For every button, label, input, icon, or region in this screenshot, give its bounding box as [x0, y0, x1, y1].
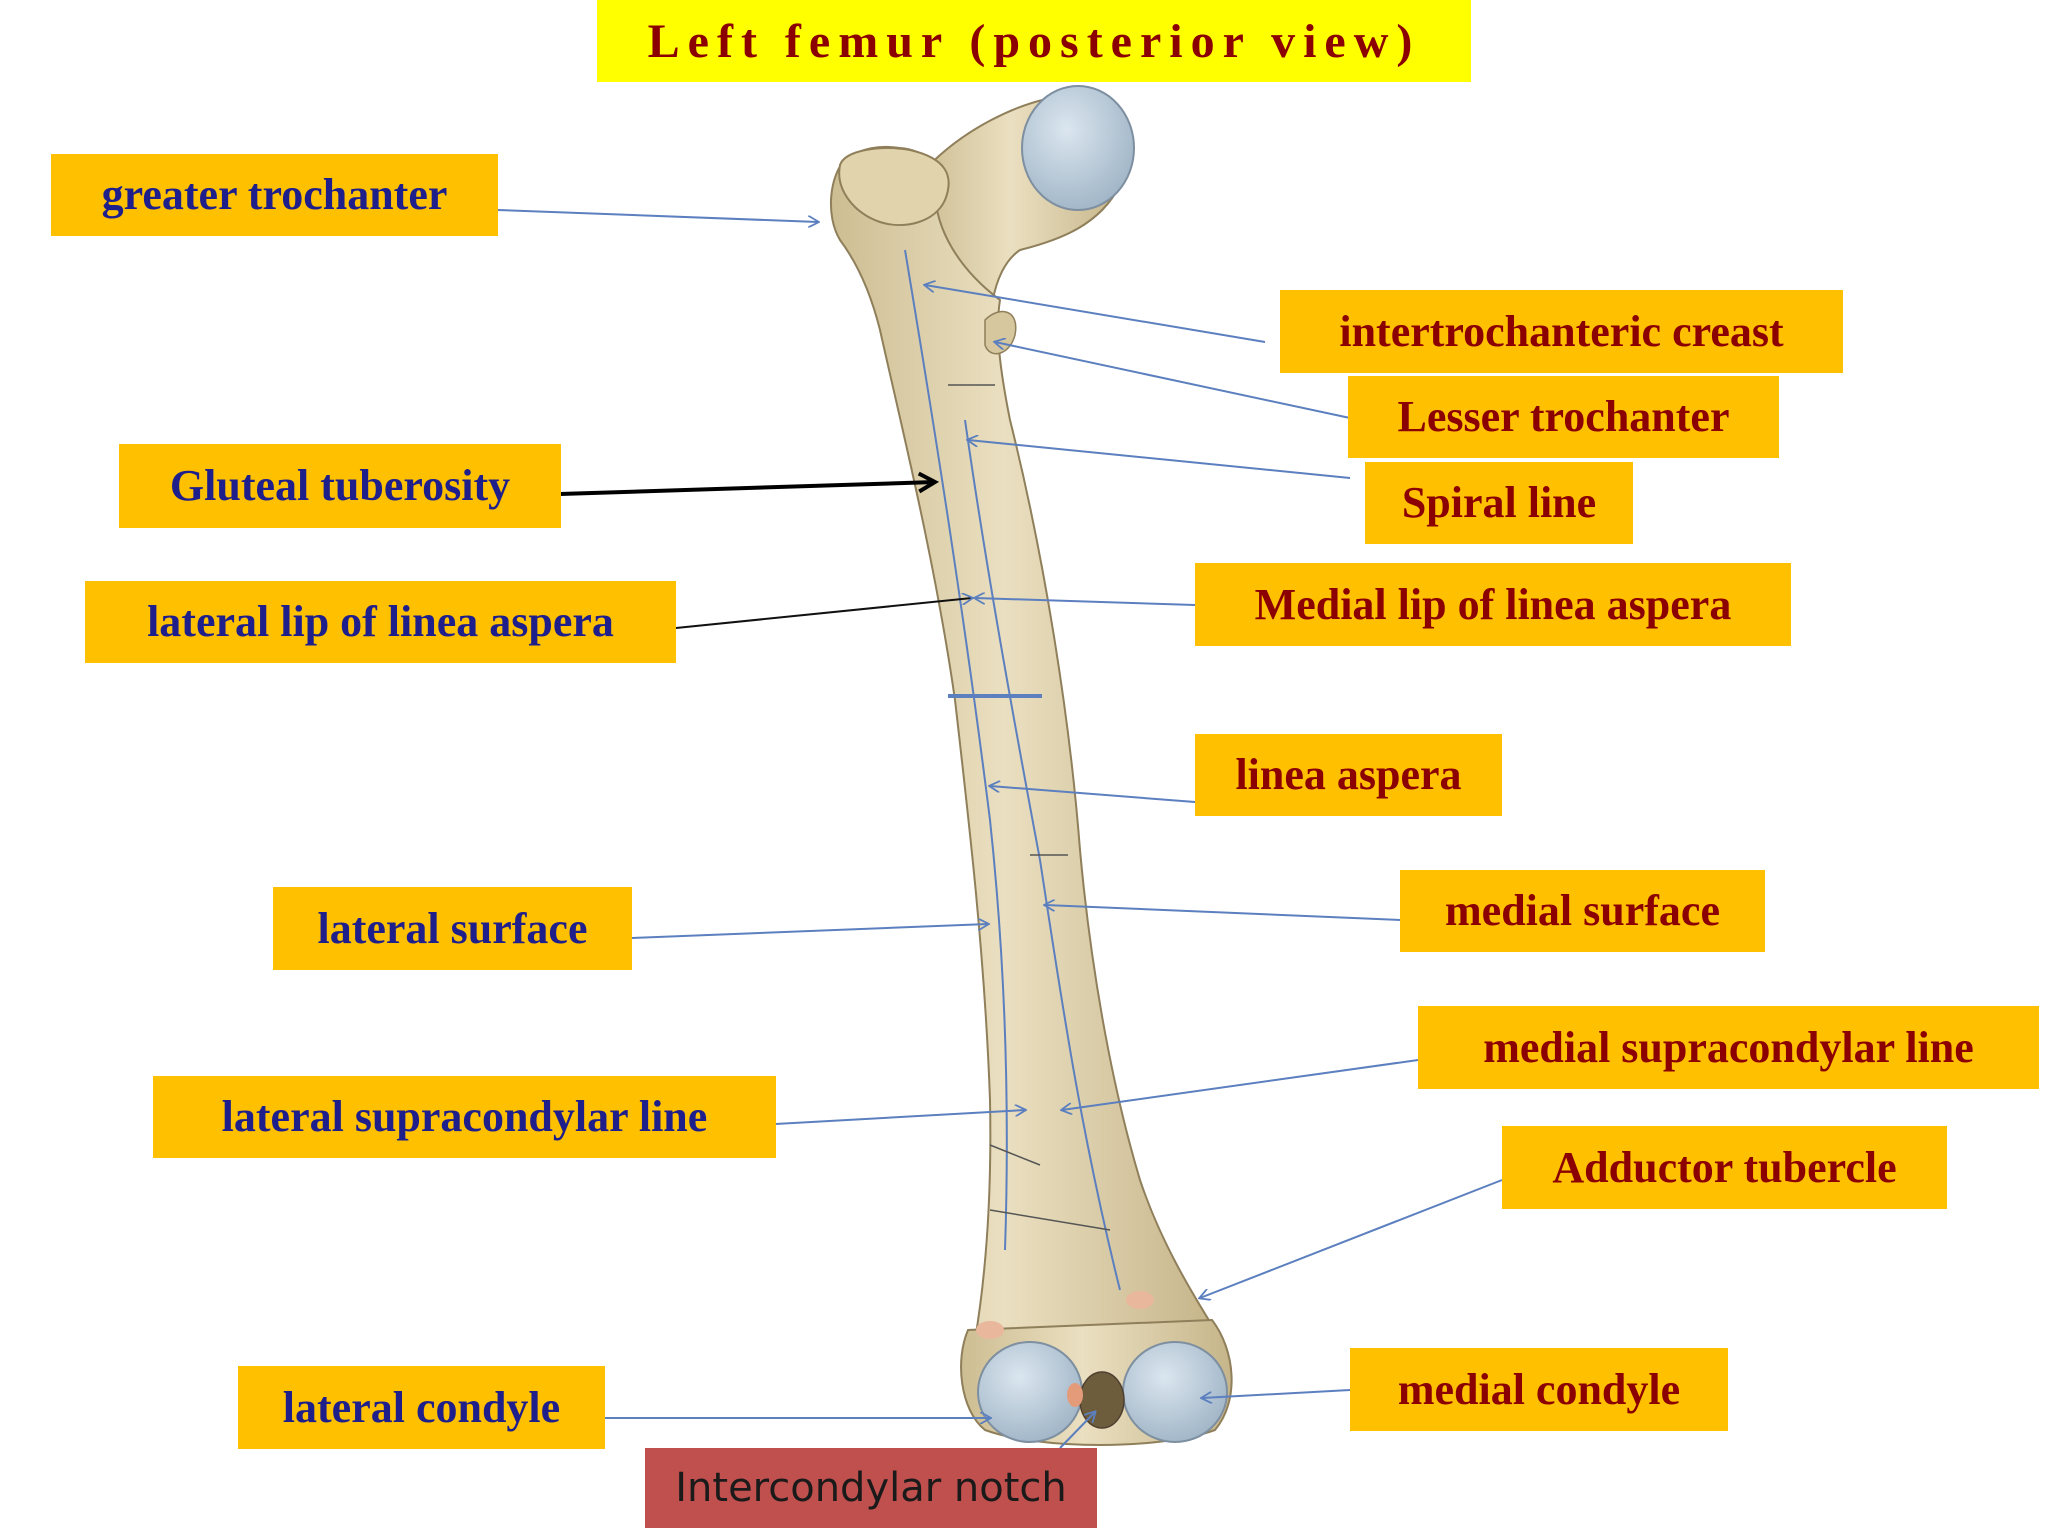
label-adductor-tubercle: Adductor tubercle: [1502, 1126, 1947, 1209]
level-mark: [989, 1144, 1041, 1166]
label-medial-lip: Medial lip of linea aspera: [1195, 563, 1791, 646]
leader-greater-trochanter: [497, 209, 818, 222]
femur-shaft: [829, 145, 1217, 1342]
diagram-title: Left femur (posterior view): [597, 0, 1471, 82]
leader-lateral-lip: [675, 598, 972, 629]
leader-lines: [497, 209, 1503, 1449]
lesser-trochanter-shape: [984, 310, 1017, 355]
lateral-condyle-cartilage: [977, 1341, 1083, 1443]
leader-linea-aspera: [990, 786, 1196, 803]
label-lesser-trochanter: Lesser trochanter: [1348, 376, 1779, 458]
label-spiral-line: Spiral line: [1365, 462, 1633, 544]
femur-bone: [829, 85, 1233, 1446]
label-medial-condyle: medial condyle: [1350, 1348, 1728, 1431]
greater-trochanter-shape: [838, 147, 950, 226]
leader-medial-surface: [1045, 905, 1401, 921]
leader-lateral-supracondylar: [739, 1110, 1025, 1127]
leader-adductor-tubercle: [1200, 1179, 1503, 1298]
label-medial-supracondylar: medial supracondylar line: [1418, 1006, 2039, 1089]
level-mark: [989, 1209, 1111, 1231]
label-linea-aspera: linea aspera: [1195, 734, 1502, 816]
label-medial-surface: medial surface: [1400, 870, 1765, 952]
attachment-spot: [1067, 1383, 1083, 1407]
leader-gluteal-tuberosity: [559, 482, 935, 496]
label-intercondylar-notch: Intercondylar notch: [645, 1448, 1097, 1528]
leader-lateral-surface: [631, 924, 988, 939]
leader-medial-condyle: [1202, 1389, 1351, 1398]
label-lateral-condyle: lateral condyle: [238, 1366, 605, 1449]
label-greater-trochanter: greater trochanter: [51, 154, 498, 236]
medial-lip-line: [964, 419, 1121, 1291]
attachment-spot: [1126, 1291, 1154, 1309]
leader-medial-lip: [975, 598, 1196, 606]
label-lateral-surface: lateral surface: [273, 887, 632, 970]
leader-spiral-line: [968, 440, 1351, 479]
label-intertrochanteric-crest: intertrochanteric creast: [1280, 290, 1843, 373]
leader-lines-dark: [559, 482, 972, 629]
label-lateral-supracondylar: lateral supracondylar line: [153, 1076, 776, 1158]
leader-intercondylar-notch: [1059, 1412, 1095, 1449]
label-gluteal-tuberosity: Gluteal tuberosity: [119, 444, 561, 528]
label-lateral-lip: lateral lip of linea aspera: [85, 581, 676, 663]
leader-medial-supracondylar: [1062, 1059, 1419, 1110]
femoral-head: [1021, 85, 1135, 211]
attachment-spot: [976, 1321, 1004, 1339]
lateral-lip-line: [904, 249, 1008, 1251]
leader-intertrochanteric-crest: [925, 285, 1266, 343]
medial-condyle-cartilage: [1122, 1341, 1228, 1443]
leader-lesser-trochanter: [995, 342, 1351, 419]
